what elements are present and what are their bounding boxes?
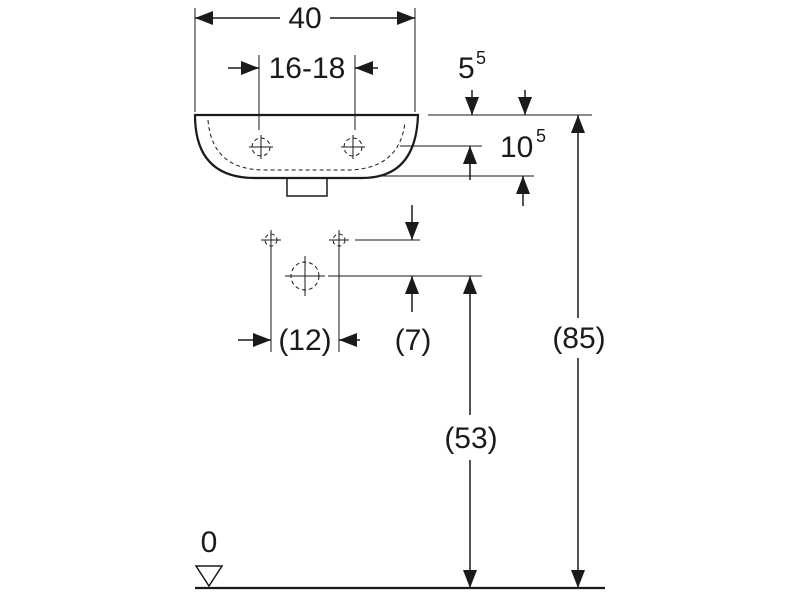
dimension-waste-height: (53) [444,276,498,588]
label-supply-spacing: (12) [278,324,331,357]
floor-level-marker-icon [194,565,224,588]
label-overall-width: 40 [288,2,321,35]
label-tap-hole-spacing: 16-18 [269,52,346,85]
waste-outlet-point [285,256,325,296]
tap-hole-marker-left [249,135,273,159]
dimension-supply-offset: (7) [395,205,432,357]
dimension-supply-spacing: (12) [238,250,360,357]
dimension-rim-top: 5 5 [458,48,532,115]
floor-level: 0 [194,526,605,590]
basin-profile [193,113,420,197]
label-rim-top-superscript: 5 [476,48,486,68]
supply-point-right [329,230,349,250]
dimension-bowl-depth: 10 5 [463,126,546,206]
label-rim-height: (85) [552,322,605,355]
supply-point-left [261,230,281,250]
dimension-rim-height: (85) [552,115,606,588]
label-bowl-depth: 10 [500,131,533,164]
tap-hole-marker-right [341,135,365,159]
label-bowl-depth-superscript: 5 [536,126,546,146]
label-supply-offset: (7) [395,324,432,357]
label-rim-top: 5 [458,52,475,85]
label-waste-height: (53) [444,422,497,455]
dimension-overall-width: 40 [194,2,416,112]
label-floor-level: 0 [201,526,218,559]
dimension-tap-hole-spacing: 16-18 [228,52,378,130]
